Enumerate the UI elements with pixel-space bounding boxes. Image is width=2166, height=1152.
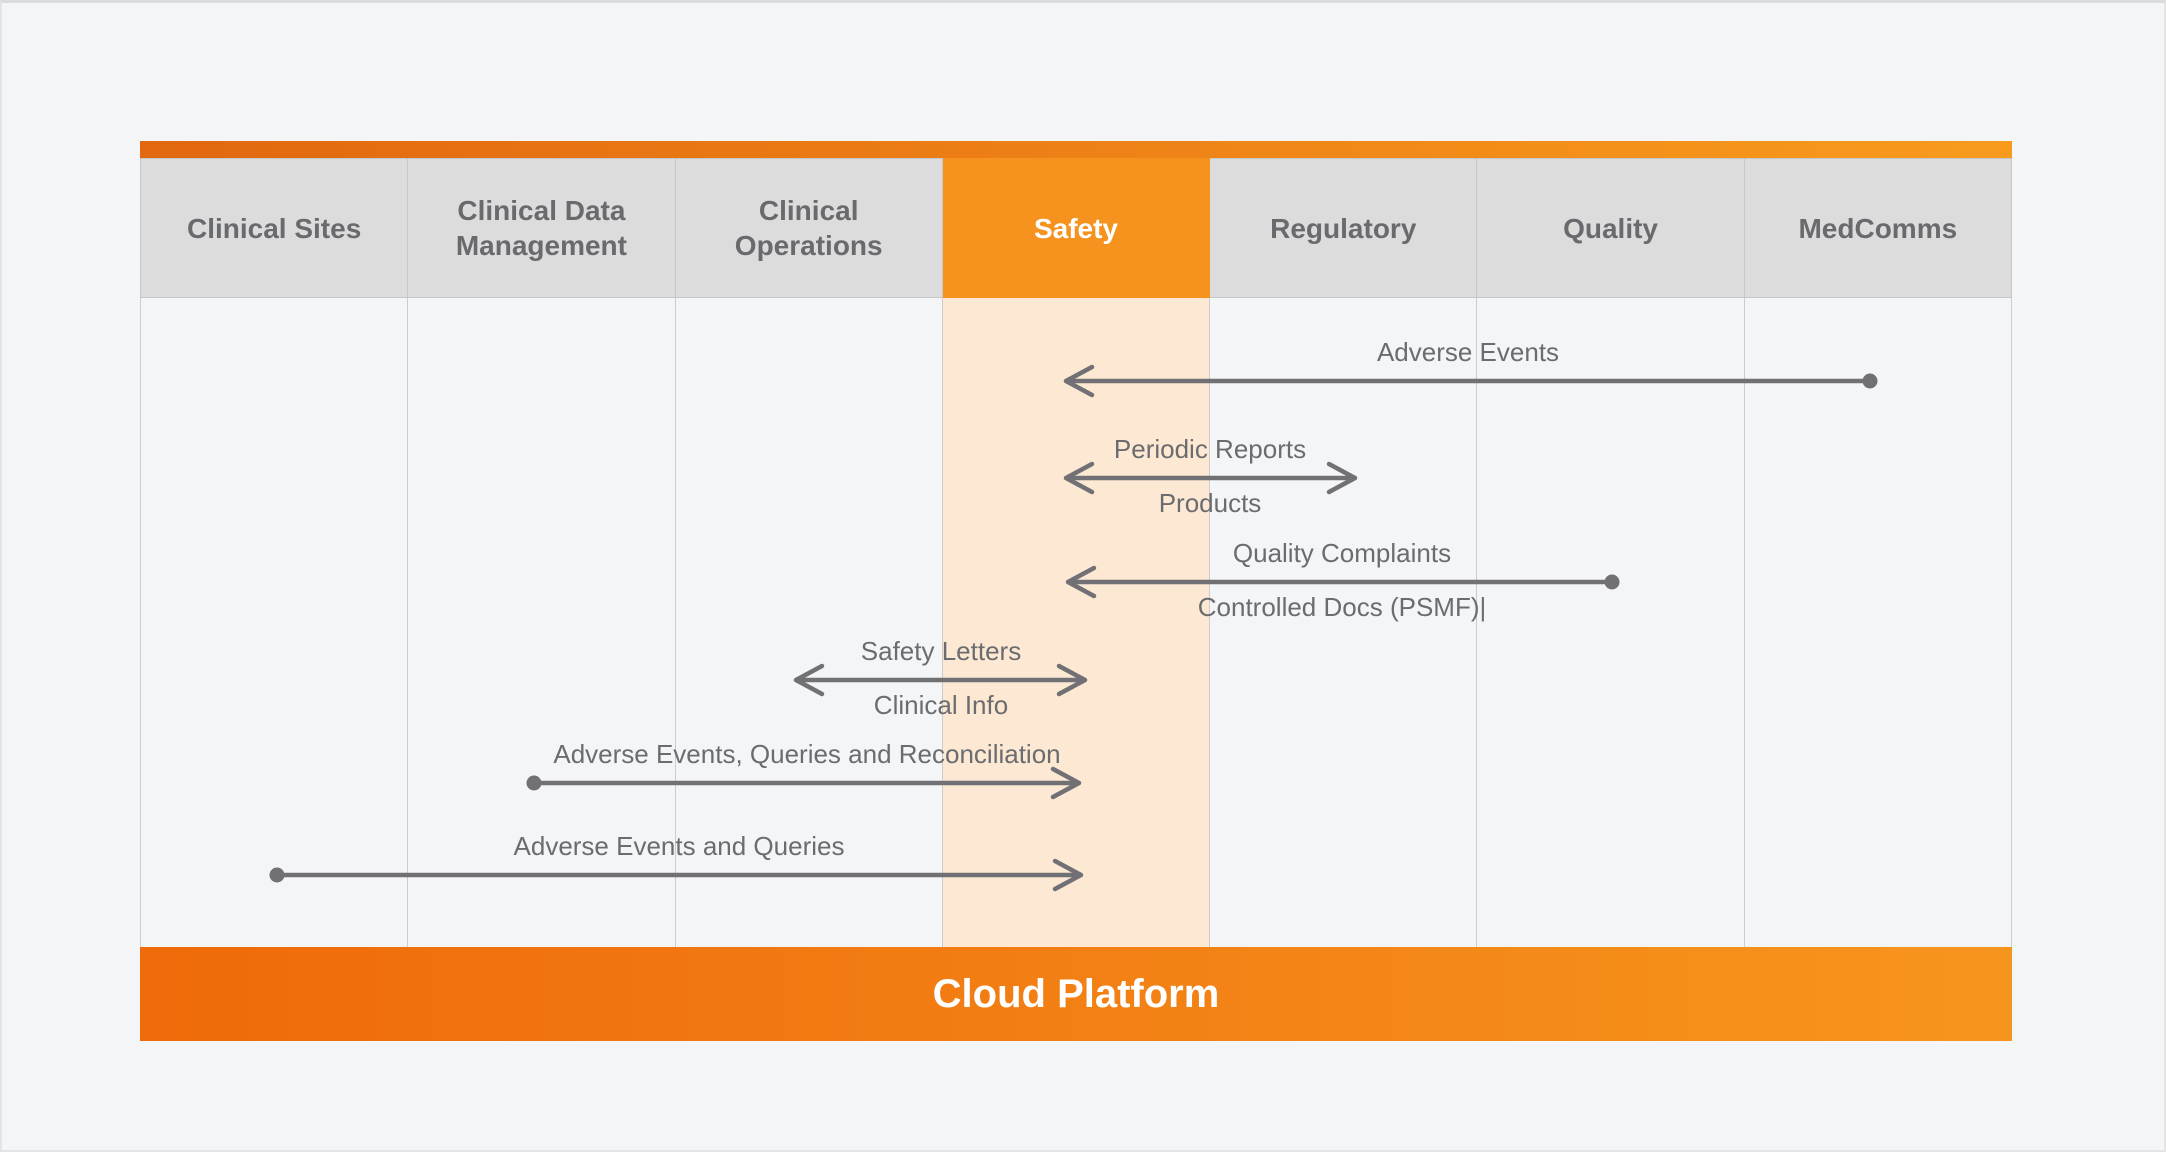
- lane-column-clinical-sites: [140, 298, 409, 947]
- flow-origin-dot: [526, 775, 542, 791]
- arrowhead-icon: [1050, 766, 1082, 800]
- lane-header-regulatory: Regulatory: [1210, 158, 1478, 298]
- lane-header-medcomms: MedComms: [1744, 158, 2012, 298]
- cloud-platform-bar: Cloud Platform: [140, 947, 2012, 1041]
- flow-label-below: Products: [1159, 488, 1262, 518]
- lane-columns: [140, 298, 2012, 947]
- flow-adverse-events-queries-reconciliation-cdm-to-safety: Adverse Events, Queries and Reconciliati…: [526, 739, 1082, 800]
- arrowhead-icon: [1052, 858, 1084, 892]
- flow-label-above: Quality Complaints: [1233, 538, 1451, 568]
- lane-header-clinical-operations: Clinical Operations: [675, 158, 943, 298]
- lane-header-label: Clinical Sites: [186, 212, 362, 244]
- flow-origin-dot: [1862, 373, 1878, 389]
- arrowhead-icon: [1063, 461, 1095, 495]
- lane-column-clinical-data-management: [408, 298, 676, 947]
- lane-header-row: Clinical Sites Clinical Data Management Cl…: [140, 158, 2012, 298]
- flow-label-below: Clinical Info: [874, 690, 1008, 720]
- arrowhead-icon: [1065, 565, 1097, 599]
- lane-header-label: Clinical Operations: [734, 195, 883, 261]
- flow-label-above: Periodic Reports: [1114, 434, 1306, 464]
- lane-header-label: Clinical Data Management: [455, 195, 627, 261]
- flow-adverse-events-and-queries-sites-to-safety: Adverse Events and Queries: [269, 831, 1084, 892]
- lane-header-label: Regulatory: [1270, 212, 1417, 244]
- lane-column-quality: [1477, 298, 1745, 947]
- top-accent-bar: [140, 141, 2012, 158]
- flow-label-above: Adverse Events: [1377, 337, 1559, 367]
- lane-column-clinical-operations: [676, 298, 943, 947]
- lane-header-clinical-sites: Clinical Sites: [140, 158, 409, 298]
- lane-header-label: Quality: [1563, 212, 1658, 244]
- arrowhead-icon: [1063, 364, 1095, 398]
- lane-column-regulatory: [1210, 298, 1478, 947]
- lane-header-label: Safety: [1033, 212, 1118, 244]
- flow-label-above: Adverse Events and Queries: [514, 831, 845, 861]
- flow-label-above: Adverse Events, Queries and Reconciliati…: [553, 739, 1060, 769]
- lane-header-safety: Safety: [942, 158, 1211, 298]
- arrowhead-icon: [793, 663, 825, 697]
- flow-adverse-events-medcomms-to-safety: Adverse Events: [1063, 337, 1878, 398]
- lane-header-clinical-data-management: Clinical Data Management: [408, 158, 676, 298]
- lane-column-medcomms: [1745, 298, 2012, 947]
- lane-column-safety: [942, 298, 1211, 947]
- flow-origin-dot: [1604, 574, 1620, 590]
- flow-origin-dot: [269, 867, 285, 883]
- flow-label-above: Safety Letters: [861, 636, 1021, 666]
- lane-header-label: MedComms: [1798, 212, 1958, 244]
- flow-label-below: Controlled Docs (PSMF)|: [1198, 592, 1487, 622]
- arrowhead-icon: [1326, 461, 1358, 495]
- arrowhead-icon: [1056, 663, 1088, 697]
- cloud-platform-label: Cloud Platform: [932, 971, 1220, 1016]
- lane-header-quality: Quality: [1477, 158, 1745, 298]
